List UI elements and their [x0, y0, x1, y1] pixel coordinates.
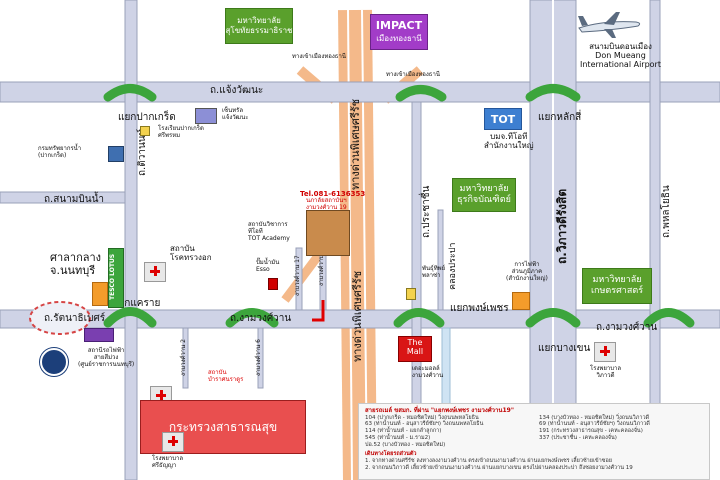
road-label-ngam-wong-wan: ถ.งามวงศ์วาน	[230, 313, 292, 324]
bus-line: 104 (ปากเกร็ด - หมอชิตใหม่) วิ่งถนนพหลโย…	[365, 414, 479, 421]
notes-line-2: 2. จากถนนวิภาวดี เลี้ยวซ้ายเข้าถนนงามวงศ…	[365, 464, 633, 471]
notes-title: สายรถเมล์ ขสมก. ที่ผ่าน "แยกพงษ์เพชร งาม…	[365, 407, 514, 414]
tot-logo: TOT	[484, 108, 522, 130]
intersection-khae-rai: แยกแคราย	[112, 298, 161, 309]
place-nonthaburi-hall: ศาลากลาง จ.นนทบุรี	[50, 251, 102, 277]
arc-khae-rai	[103, 307, 157, 328]
place-stou: มหาวิทยาลัย สุโขทัยธรรมาธิราช	[225, 8, 293, 44]
hall-marker	[92, 282, 108, 306]
road-label-prachachuen: ถ.ประชาชื่น	[421, 185, 432, 238]
label-toward-mueang-thong: ทางเข้าเมืองทองธานี	[292, 53, 346, 60]
notes-line-1: 1. จากทางด่วนศรีรัช ลงทางลงงามวงศ์วาน ตร…	[365, 457, 612, 464]
school-marker	[140, 126, 150, 136]
place-pakkret-district: กรมทรัพยากรน้ำ (ปากเกร็ด)	[38, 145, 82, 159]
place-ministry-hosp: สถาบัน บำราศนราดูร	[208, 369, 244, 383]
airplane-icon	[578, 12, 641, 38]
road-label-rattanathibet: ถ.รัตนาธิเบศร์	[44, 313, 106, 324]
arc-bang-khen	[525, 308, 581, 328]
intersection-lak-si: แยกหลักสี่	[538, 112, 582, 123]
place-central: เซ็นทรัล แจ้งวัฒนะ	[222, 107, 249, 121]
road-label-soi-left2: งามวงศ์วาน 6	[255, 339, 262, 376]
place-vibhavadi-hosp: โรงพยาบาล วิภาวดี	[590, 365, 622, 379]
intersection-phong-phet: แยกพงษ์เพชร	[450, 303, 509, 314]
road-label-vibhavadi: ถ.วิภาวดีรังสิต	[555, 188, 569, 264]
intersection-bang-khen: แยกบางเขน	[538, 343, 591, 354]
academy-building-icon	[306, 210, 350, 256]
place-impact: IMPACT เมืองทองธานี	[370, 14, 428, 50]
contact-phone: Tel.081-6136353	[300, 190, 366, 198]
soi-17	[295, 247, 303, 311]
road-label-phahonyothin: ถ.พหลโยธิน	[661, 185, 672, 238]
road-label-sanam-bin-nam: ถ.สนามบินน้ำ	[44, 194, 105, 205]
hospital-icon	[144, 262, 166, 282]
place-tot: บมจ.ทีโอที สำนักงานใหญ่	[484, 132, 534, 151]
place-kasetsart: มหาวิทยาลัย เกษตรศาสตร์	[582, 268, 652, 304]
esso-marker	[268, 278, 278, 290]
tesco-marker	[108, 248, 124, 308]
arc-lak-si	[525, 84, 581, 102]
bus-line: 545 (ท่าน้ำนนท์ - ม.ราม2)	[365, 435, 431, 442]
arc-pak-kret	[103, 84, 157, 102]
mrt-train-icon	[84, 328, 114, 342]
place-chest-institute: สถาบัน โรคทรวงอก	[170, 244, 212, 263]
notes-subtitle: เดินทางโดยรถส่วนตัว	[365, 450, 417, 457]
soi-left-2	[257, 327, 264, 389]
bus-line: 134 (บางบัวทอง - หมอชิตใหม่) วิ่งถนนวิภา…	[539, 414, 650, 421]
transport-notes: สายรถเมล์ ขสมก. ที่ผ่าน "แยกพงษ์เพชร งาม…	[358, 403, 710, 480]
road-label-soi-17: งามวงศ์วาน 17	[294, 255, 301, 296]
road-label-soi-left1: งามวงศ์วาน 2	[180, 339, 187, 376]
mea-marker	[512, 292, 530, 310]
bus-line: 63 (ท่าน้ำนนท์ - อนุสาวรีย์ชัยฯ) วิ่งถนน…	[365, 421, 484, 428]
bus-line: 191 (กระทรวงสาธารณสุข - เคหะคลองจั่น)	[539, 428, 643, 435]
road-label-expressway-top: ทางด่วนพิเศษศรีรัช	[349, 98, 362, 190]
place-hosp-left: โรงพยาบาล ศรีธัญญา	[152, 455, 184, 469]
notes-col-2: 134 (บางบัวทอง - หมอชิตใหม่) วิ่งถนนวิภา…	[539, 415, 703, 449]
arc-kaset	[643, 308, 695, 328]
place-tot-academy: สถาบันวิชาการ ทีโอที TOT Academy	[248, 221, 290, 242]
mrt-icon	[40, 348, 68, 376]
arc-ngam-mid	[225, 308, 279, 328]
place-pakkret-school: โรงเรียนปากเกร็ด ศรีพรหม	[158, 125, 204, 139]
central-building-icon	[195, 108, 217, 124]
district-marker	[108, 146, 124, 162]
place-pantip: พันธุ์ทิพย์ พลาซ่า	[422, 265, 446, 279]
place-the-mall: เดอะมอลล์ งามวงศ์วาน	[412, 365, 444, 379]
place-esso: ปั๊มน้ำมัน Esso	[256, 259, 280, 273]
notes-col-1: 104 (ปากเกร็ด - หมอชิตใหม่) วิ่งถนนพหลโย…	[365, 415, 529, 449]
the-mall-logo: The Mall	[398, 336, 432, 362]
place-academy: นภาลัยสถาบันฯ งามวงศ์วาน 19	[306, 197, 347, 211]
road-label-chaeng-watthana: ถ.แจ้งวัฒนะ	[210, 85, 264, 96]
soi-left-1	[182, 327, 189, 389]
arc-chaeng-mid	[395, 85, 447, 102]
place-mea: การไฟฟ้า ส่วนภูมิภาค (สำนักงานใหญ่)	[506, 261, 548, 282]
road-label-canal: คลองประปา	[448, 242, 458, 290]
roundabout	[29, 301, 91, 335]
bus-line: 337 (ประชาชื่น - เคหะคลองจั่น)	[539, 435, 617, 442]
tiwanon-road	[124, 0, 138, 480]
bus-line: ปอ.52 (บางบัวทอง - หมอชิตใหม่)	[365, 442, 446, 448]
pantip-marker	[406, 288, 416, 300]
road-label-ngam-wong-wan-right: ถ.งามวงศ์วาน	[596, 322, 658, 333]
place-airport: สนามบินดอนเมือง Don Mueang International…	[580, 42, 661, 70]
bus-line: 114 (ท่าน้ำนนท์ - แยกลำลูกกา)	[365, 428, 442, 435]
hospital-icon-3	[162, 432, 184, 452]
place-mrt: สถานีรถไฟฟ้า สายสีม่วง (ศูนย์ราชการนนทบุ…	[78, 347, 135, 368]
route-marker	[312, 300, 325, 322]
hospital-icon-4	[594, 342, 616, 362]
place-tesco: TESCO LOTUS	[109, 253, 116, 300]
bus-line: 69 (ท่าน้ำนนท์ - อนุสาวรีย์ชัยฯ) วิ่งถนน…	[539, 421, 650, 428]
label-toward-mueang-thong-2: ทางเข้าเมืองทองธานี	[386, 71, 440, 78]
intersection-pak-kret: แยกปากเกร็ด	[118, 112, 176, 123]
phahonyothin-road	[649, 0, 661, 480]
road-label-expressway-bottom: ทางด่วนพิเศษศรีรัช	[351, 270, 364, 362]
place-dhurakij: มหาวิทยาลัย ธุรกิจบัณฑิตย์	[452, 178, 516, 212]
arc-phong-phet	[393, 308, 445, 328]
